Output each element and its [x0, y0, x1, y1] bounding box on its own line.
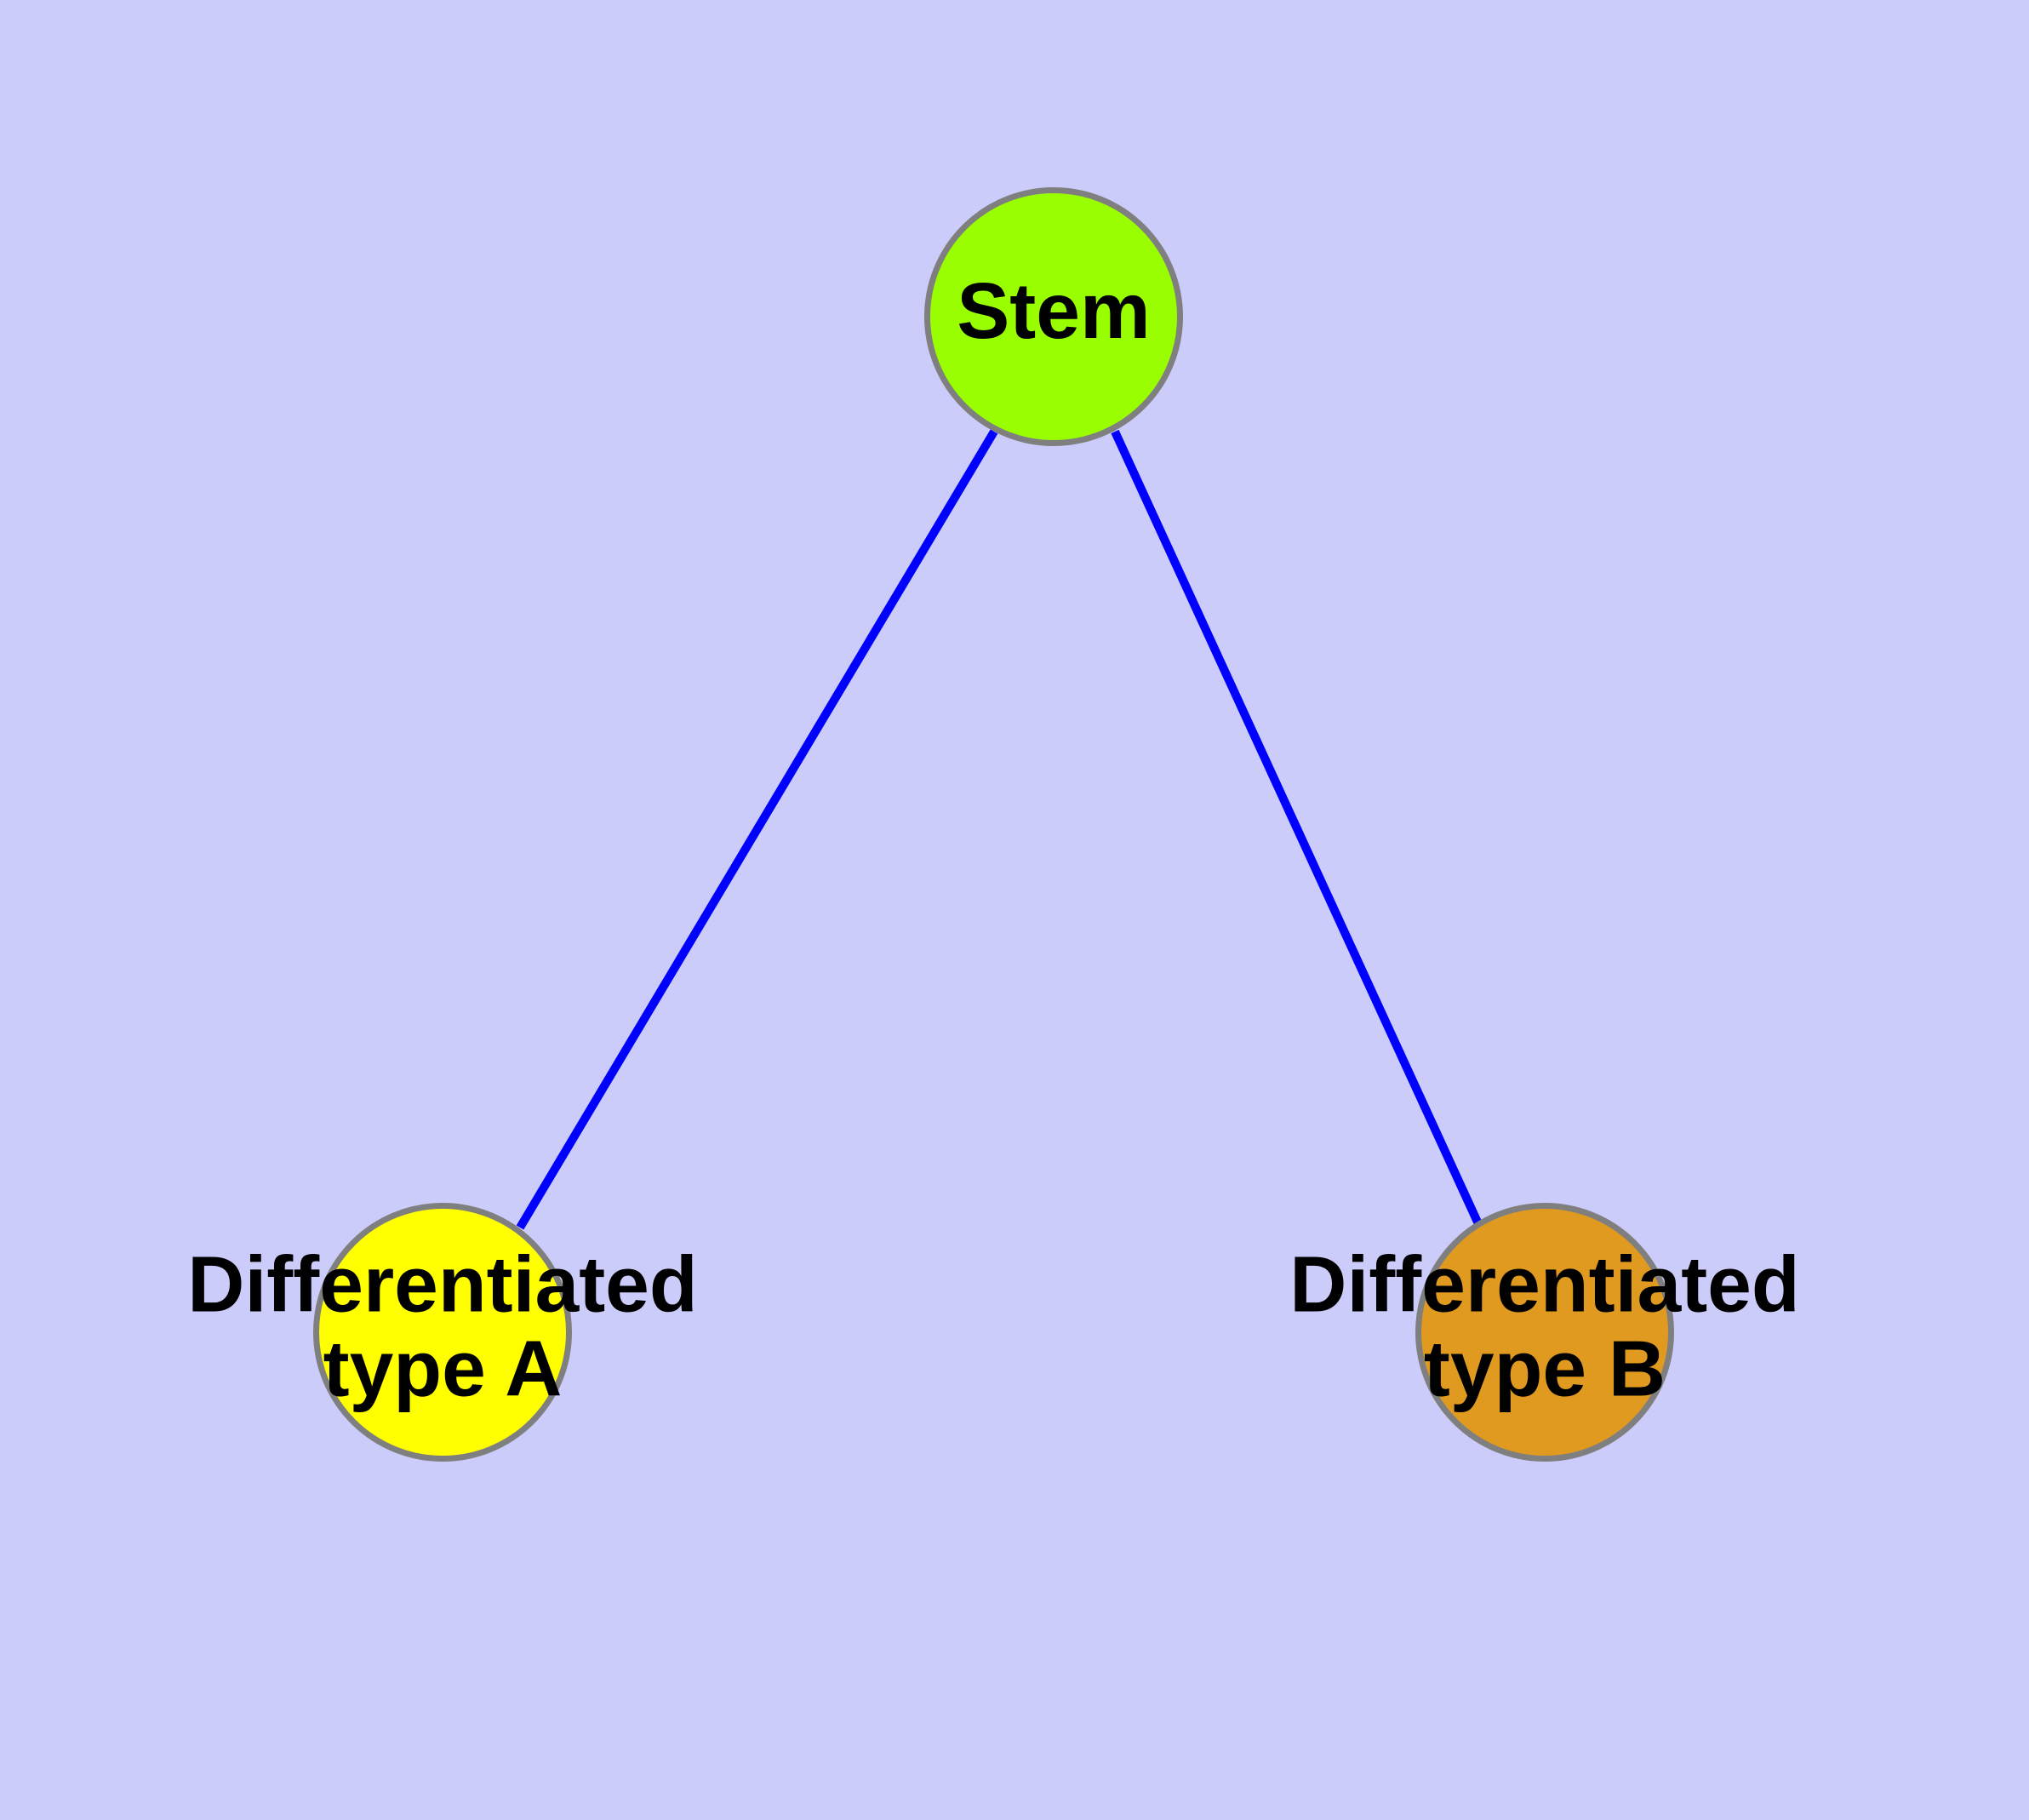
node-stem[interactable]: [924, 187, 1183, 446]
edge-stem-to-differentiated-type-a[interactable]: [516, 429, 998, 1230]
nodes-layer: [313, 187, 1674, 1462]
node-label-line: type A: [323, 1324, 563, 1412]
edges-layer: [516, 429, 1484, 1230]
node-label-line: Differentiated: [1289, 1239, 1799, 1328]
node-differentiated-type-b[interactable]: [1415, 1203, 1674, 1462]
node-label-stem: Stem: [957, 266, 1150, 355]
node-label-line: Stem: [957, 266, 1150, 355]
node-label-line: Differentiated: [187, 1239, 697, 1328]
node-label-line: type B: [1424, 1324, 1666, 1412]
edge-stem-to-differentiated-type-b[interactable]: [1111, 429, 1484, 1230]
node-differentiated-type-a[interactable]: [313, 1203, 572, 1462]
